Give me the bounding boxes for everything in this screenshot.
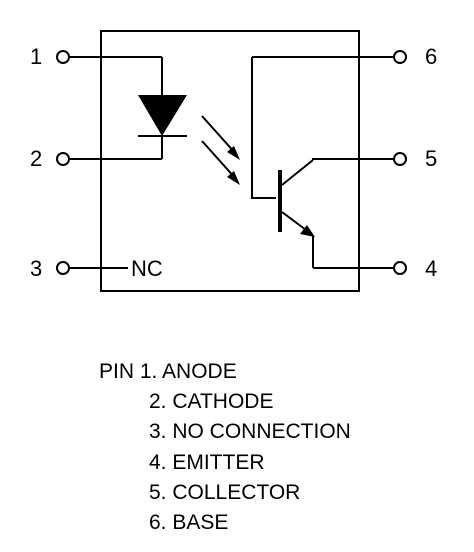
arrow-upper-head xyxy=(227,146,240,160)
pin-6-number: 6 xyxy=(425,44,437,69)
legend-pin-4: 4. EMITTER xyxy=(149,451,265,474)
legend-pin-1: PIN 1. ANODE xyxy=(99,360,237,383)
pin-4-terminal xyxy=(393,261,407,275)
phototransistor-symbol xyxy=(251,57,315,268)
pin-3-terminal xyxy=(56,261,70,275)
legend-pin-3: 3. NO CONNECTION xyxy=(149,420,351,443)
package-outline xyxy=(100,30,360,292)
pin-5-terminal xyxy=(393,152,407,166)
pin-6-terminal xyxy=(393,50,407,64)
pin-1-terminal xyxy=(56,50,70,64)
pin-2-terminal xyxy=(56,152,70,166)
pin-1-number: 1 xyxy=(30,44,42,69)
base-lead xyxy=(251,57,276,199)
nc-label: NC xyxy=(131,256,163,281)
light-emission-arrows xyxy=(201,115,240,185)
legend-pin-6: 6. BASE xyxy=(149,511,229,534)
legend-pin-2: 2. CATHODE xyxy=(149,390,274,413)
pin-4-number: 4 xyxy=(425,256,437,281)
pin-5-number: 5 xyxy=(425,146,437,171)
legend-pin-5: 5. COLLECTOR xyxy=(149,481,301,504)
emitter-lead xyxy=(281,211,307,231)
collector-lead xyxy=(281,159,314,186)
arrow-lower-head xyxy=(227,171,240,185)
emitter-arrow xyxy=(300,225,315,237)
pin-3-number: 3 xyxy=(30,256,42,281)
pin-2-number: 2 xyxy=(30,146,42,171)
led-triangle xyxy=(138,95,187,136)
led-symbol xyxy=(138,57,187,159)
